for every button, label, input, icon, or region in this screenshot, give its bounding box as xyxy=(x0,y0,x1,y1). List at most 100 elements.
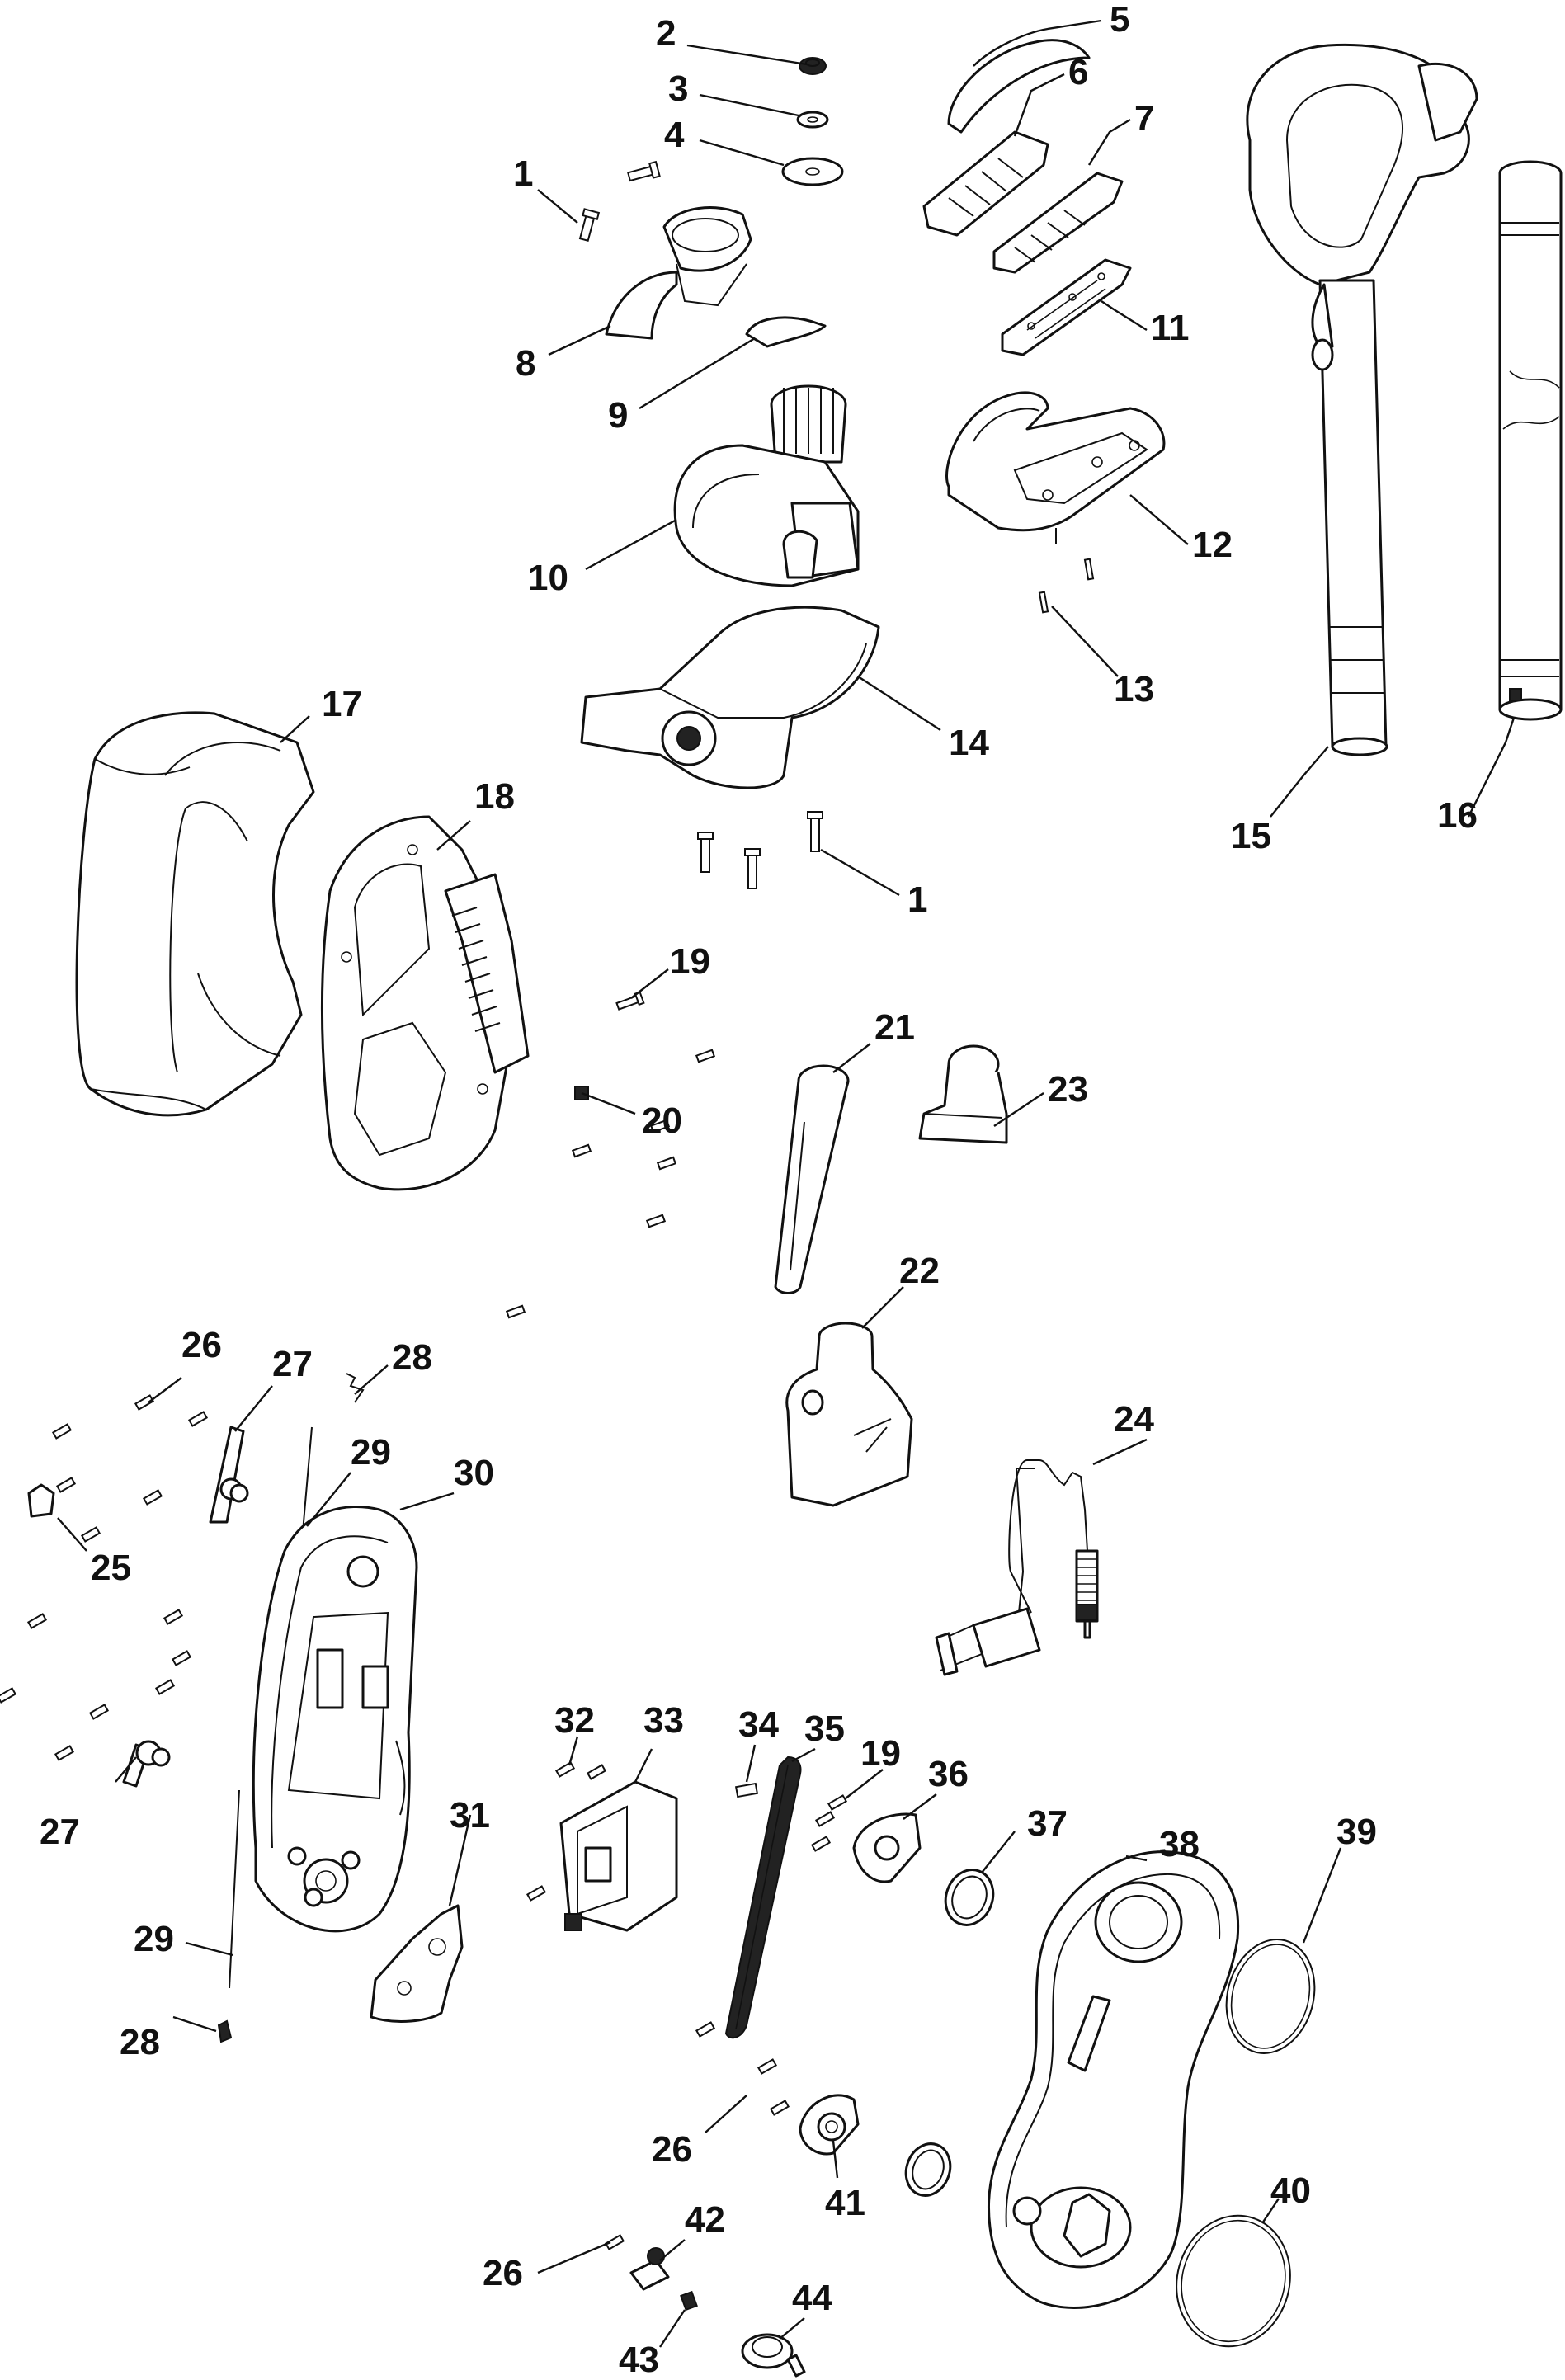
screw-part-19-lower xyxy=(695,1794,848,2038)
callout-7: 7 xyxy=(1134,98,1154,139)
spring-part-43 xyxy=(680,2290,698,2312)
callout-2: 2 xyxy=(656,13,676,54)
callout-33: 33 xyxy=(643,1700,684,1741)
spring-part-28-lower xyxy=(217,2019,233,2043)
screw-part-1-upper xyxy=(578,160,661,242)
callout-20: 20 xyxy=(642,1100,682,1141)
callout-42: 42 xyxy=(685,2199,725,2240)
callout-36: 36 xyxy=(928,1754,969,1794)
washer-part-4 xyxy=(781,157,844,186)
crevice-tool-part-21 xyxy=(774,1064,850,1294)
callout-25: 25 xyxy=(91,1548,131,1588)
handle-cover-part-14 xyxy=(580,606,880,789)
callout-38: 38 xyxy=(1159,1824,1200,1864)
callout-27-lower: 27 xyxy=(40,1812,80,1852)
swivel-part-10 xyxy=(673,384,860,587)
callout-19-lower: 19 xyxy=(860,1733,901,1774)
clip-part-9 xyxy=(745,316,827,348)
rod-part-29-lower xyxy=(229,1789,240,1989)
bottom-cover-part-38 xyxy=(988,1850,1240,2309)
callout-3: 3 xyxy=(668,68,688,109)
callout-5: 5 xyxy=(1110,0,1129,40)
bracket-part-6 xyxy=(922,130,1049,237)
screw-part-13 xyxy=(1038,558,1095,614)
seal-near-part-41 xyxy=(904,2142,952,2197)
callout-6: 6 xyxy=(1068,52,1088,92)
callout-19-upper: 19 xyxy=(670,941,710,982)
callout-22: 22 xyxy=(899,1251,940,1291)
latch-part-27-lower xyxy=(122,1740,171,1788)
power-cord-part-24 xyxy=(935,1459,1099,1676)
callout-18: 18 xyxy=(474,776,515,817)
nut-part-2 xyxy=(799,57,827,75)
callout-26-upper: 26 xyxy=(181,1325,222,1365)
callout-24: 24 xyxy=(1114,1399,1154,1440)
callout-40: 40 xyxy=(1270,2170,1311,2211)
seal-part-37 xyxy=(944,1869,995,1926)
switch-part-42 xyxy=(629,2247,670,2291)
callout-11: 11 xyxy=(1151,308,1190,348)
clip-part-25 xyxy=(27,1483,55,1518)
washer-part-3 xyxy=(796,111,829,129)
wand-tube-part-16 xyxy=(1498,160,1563,721)
leader-lines xyxy=(57,19,1516,2348)
baseplate-part-30 xyxy=(252,1506,418,1933)
callout-27-upper: 27 xyxy=(272,1344,313,1384)
callout-28-lower: 28 xyxy=(120,2022,160,2062)
belt-ring-part-39 xyxy=(1225,1939,1316,2054)
callout-39: 39 xyxy=(1336,1812,1377,1852)
callout-32: 32 xyxy=(554,1700,595,1741)
belt-part-35 xyxy=(724,1756,802,2039)
switch-box-part-33 xyxy=(559,1780,678,1932)
latch-part-27-upper xyxy=(209,1426,249,1524)
callout-15: 15 xyxy=(1231,816,1271,856)
bearing-plate-part-36 xyxy=(852,1812,922,1883)
callout-4: 4 xyxy=(664,115,685,155)
callout-21: 21 xyxy=(874,1007,915,1048)
callout-28-upper: 28 xyxy=(392,1337,432,1378)
callout-14: 14 xyxy=(949,723,989,763)
screw-part-19-upper xyxy=(615,991,645,1011)
handle-base-part-12 xyxy=(945,391,1166,544)
bracket-plate-part-31 xyxy=(370,1904,464,2023)
callout-44: 44 xyxy=(792,2278,832,2318)
callout-10: 10 xyxy=(528,558,568,598)
upholstery-tool-part-22 xyxy=(785,1322,913,1507)
callout-26-lower: 26 xyxy=(483,2253,523,2293)
callout-1-lower: 1 xyxy=(907,879,927,920)
callout-12: 12 xyxy=(1192,525,1233,565)
screw-part-20 xyxy=(505,1049,716,1319)
callout-23: 23 xyxy=(1048,1069,1088,1110)
clip-part-8 xyxy=(605,271,678,340)
screw-part-34 xyxy=(734,1782,759,1798)
housing-part-18 xyxy=(321,815,530,1191)
dusting-tool-part-23 xyxy=(918,1044,1008,1144)
screw-part-26-scattered xyxy=(0,1394,790,2250)
callout-43: 43 xyxy=(619,2340,659,2380)
pulley-plate-part-41 xyxy=(799,2094,860,2156)
handle-collar-housing xyxy=(662,206,752,307)
callout-16: 16 xyxy=(1437,795,1478,836)
callout-8: 8 xyxy=(516,343,535,384)
circuit-board-part-11 xyxy=(1001,258,1132,356)
callout-1-upper: 1 xyxy=(513,153,533,194)
callout-41: 41 xyxy=(825,2183,865,2223)
spring-part-28-upper xyxy=(346,1373,365,1403)
knob-part-44 xyxy=(741,2333,806,2378)
screw-part-1-lower xyxy=(697,811,823,889)
belt-ring-part-40 xyxy=(1176,2214,1291,2348)
cover-part-5 xyxy=(947,39,1091,134)
callout-17: 17 xyxy=(322,684,362,724)
side-panel-part-17 xyxy=(75,711,315,1117)
screw-part-32 xyxy=(554,1761,607,1780)
callout-26-middle: 26 xyxy=(652,2129,692,2170)
callout-34: 34 xyxy=(738,1704,779,1745)
callout-29-lower: 29 xyxy=(134,1919,174,1959)
callout-35: 35 xyxy=(804,1708,845,1749)
switch-part-7 xyxy=(992,172,1124,274)
callout-9: 9 xyxy=(608,395,628,436)
callout-31: 31 xyxy=(450,1795,490,1836)
callout-30: 30 xyxy=(454,1453,494,1493)
callout-13: 13 xyxy=(1114,669,1154,709)
